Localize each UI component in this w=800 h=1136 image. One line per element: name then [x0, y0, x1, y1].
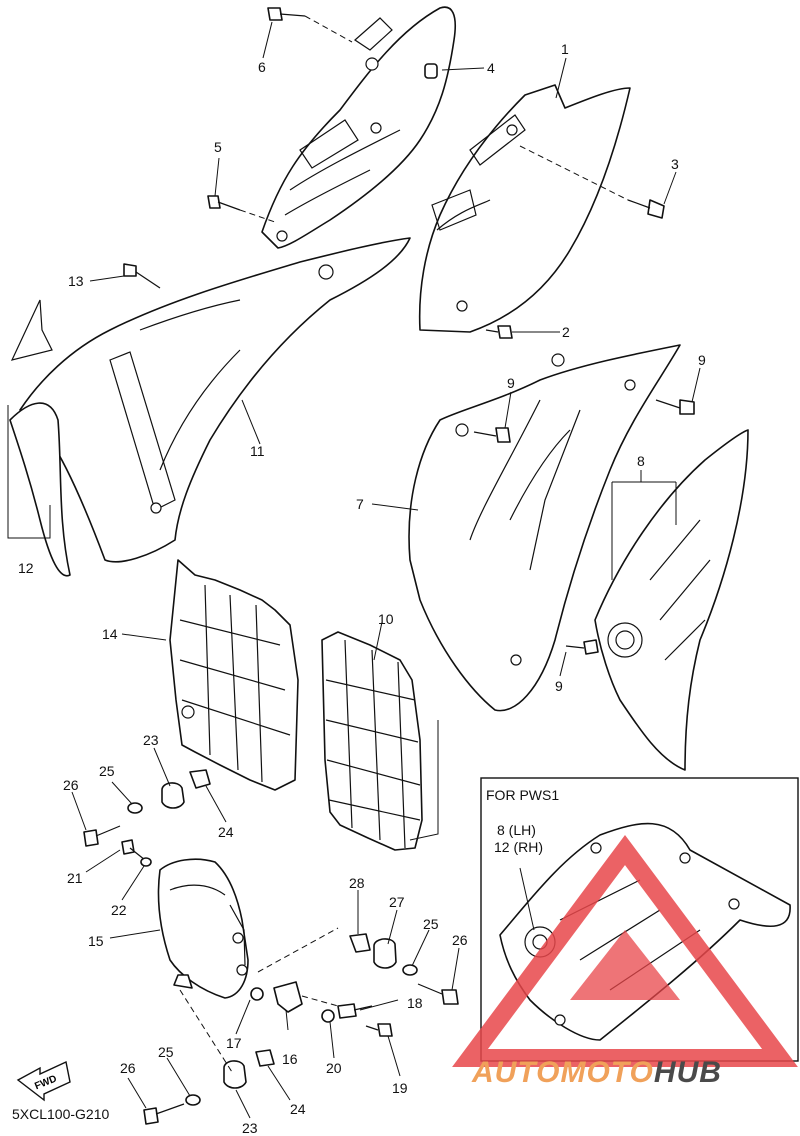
- callout-24b: 24: [290, 1101, 306, 1117]
- callout-26c: 26: [120, 1060, 136, 1076]
- callout-3: 3: [671, 156, 679, 172]
- callout-17: 17: [226, 1035, 242, 1051]
- pws1-inset: [452, 777, 799, 1067]
- callout-9a: 9: [507, 375, 515, 391]
- part-12-outer-panel: [9, 299, 71, 577]
- callout-23a: 23: [143, 732, 159, 748]
- callout-14: 14: [102, 626, 118, 642]
- inset-label-lh: 8 (LH): [497, 822, 536, 838]
- callout-6: 6: [258, 59, 266, 75]
- callout-15: 15: [88, 933, 104, 949]
- callout-24a: 24: [218, 824, 234, 840]
- part-4-cover-plate: [261, 6, 456, 249]
- callout-20: 20: [326, 1060, 342, 1076]
- watermark-text-2: HUB: [653, 1056, 722, 1089]
- callout-10: 10: [378, 611, 394, 627]
- part-14-radiator-guard: [169, 559, 299, 791]
- part-7-radiator-shroud-right: [408, 344, 681, 712]
- callout-4: 4: [487, 60, 495, 76]
- callout-23b: 23: [242, 1120, 258, 1136]
- callout-25a: 25: [99, 763, 115, 779]
- callout-12: 12: [18, 560, 34, 576]
- part-11-radiator-shroud-left: [19, 237, 411, 563]
- callout-18: 18: [407, 995, 423, 1011]
- callout-8: 8: [637, 453, 645, 469]
- callout-5: 5: [214, 139, 222, 155]
- callout-26b: 26: [452, 932, 468, 948]
- inset-label-rh: 12 (RH): [494, 839, 544, 855]
- part-15-coolant-reservoir: [157, 858, 249, 999]
- callout-22: 22: [111, 902, 127, 918]
- callout-16: 16: [282, 1051, 298, 1067]
- fwd-arrow-icon: FWD: [16, 1060, 71, 1102]
- callout-26a: 26: [63, 777, 79, 793]
- callout-19: 19: [392, 1080, 408, 1096]
- callout-9b: 9: [698, 352, 706, 368]
- watermark-text-1: AUTOMOTO: [472, 1056, 654, 1089]
- callout-13: 13: [68, 273, 84, 289]
- part-8-outer-panel: [594, 429, 749, 771]
- callout-9c: 9: [555, 678, 563, 694]
- callout-25c: 25: [158, 1044, 174, 1060]
- callout-27: 27: [389, 894, 405, 910]
- callout-1: 1: [561, 41, 569, 57]
- callout-2: 2: [562, 324, 570, 340]
- callout-11: 11: [250, 443, 265, 459]
- diagram-code: 5XCL100-G210: [12, 1106, 110, 1122]
- hardware-fasteners: [83, 7, 695, 1125]
- inset-title: FOR PWS1: [486, 787, 560, 803]
- callout-25b: 25: [423, 916, 439, 932]
- part-1-side-panel: [418, 84, 631, 333]
- callout-28: 28: [349, 875, 365, 891]
- leader-lines: [7, 21, 701, 1119]
- callout-21: 21: [67, 870, 83, 886]
- watermark-logo: AUTOMOTOHUB: [472, 1056, 722, 1090]
- callout-7: 7: [356, 496, 364, 512]
- part-10-radiator-grille: [321, 631, 423, 851]
